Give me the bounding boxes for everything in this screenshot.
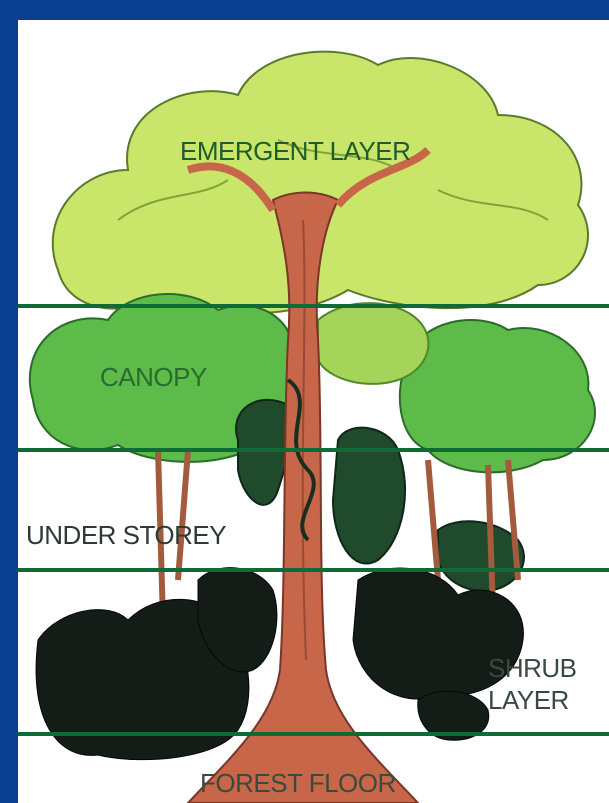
divider-line-understorey-shrub: [18, 568, 609, 572]
label-emergent-layer: EMERGENT LAYER: [180, 136, 410, 167]
divider-line-emergent-canopy: [18, 304, 609, 308]
label-under-storey: UNDER STOREY: [26, 520, 226, 551]
label-canopy: CANOPY: [100, 362, 207, 393]
emergent-crown-illustration: [53, 52, 588, 314]
rainforest-layers-diagram: EMERGENT LAYER CANOPY UNDER STOREY SHRUB…: [18, 20, 609, 803]
label-forest-floor: FOREST FLOOR: [200, 768, 396, 799]
divider-line-shrub-floor: [18, 732, 609, 736]
divider-line-canopy-understorey: [18, 448, 609, 452]
label-shrub-layer: SHRUB LAYER: [488, 652, 577, 716]
